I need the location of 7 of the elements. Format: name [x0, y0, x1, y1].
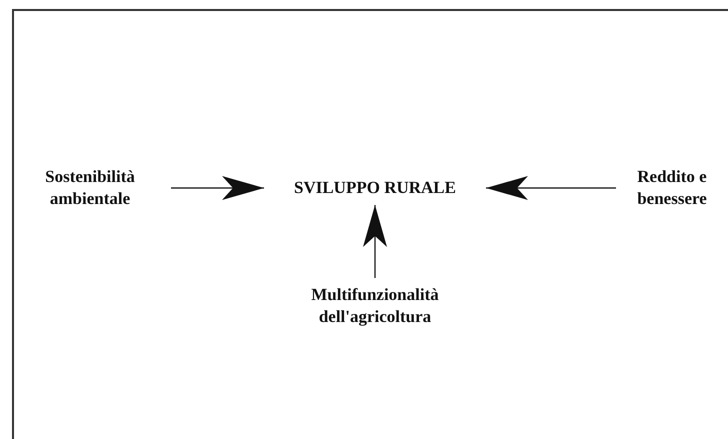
node-label: SVILUPPO RURALE: [270, 177, 480, 199]
arrow: [363, 205, 387, 278]
arrow: [486, 176, 616, 200]
node-label: Multifunzionalità dell'agricoltura: [275, 284, 475, 328]
node-label: Sostenibilità ambientale: [15, 166, 165, 210]
arrow: [171, 176, 264, 200]
node-label: Reddito e benessere: [622, 166, 722, 210]
